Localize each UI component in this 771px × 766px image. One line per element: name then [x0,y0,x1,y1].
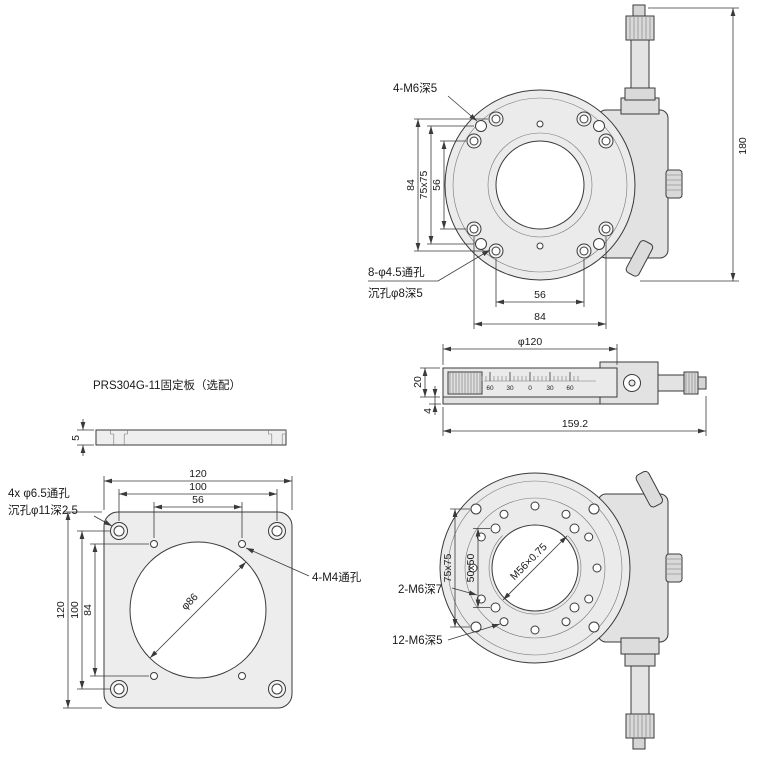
scale-mark-60l: 60 [486,385,494,392]
dim-left-84: 84 [82,604,94,616]
note-8-holes-line2: 沉孔φ8深5 [368,286,423,300]
scale-mark-60r: 60 [566,385,574,392]
dim-50x50: 50x50 [465,554,477,583]
top-view-body [444,4,683,281]
plate-front-view: φ86 56 100 120 120 100 84 4x φ6.5通孔 沉孔φ1… [8,468,362,709]
plate-views: PRS304G-11固定板（选配） 5 [8,378,362,709]
plate-title: PRS304G-11固定板（选配） [93,378,241,392]
top-view-dims-left: 84 75x75 56 [405,118,488,252]
note-m4: 4-M4通孔 [312,571,362,584]
plate-corner-holes [110,522,286,698]
side-knob-bottom [665,553,683,583]
dim-84-vertical: 84 [405,179,417,191]
bottom-view-notes: 2-M6深7 12-M6深5 [392,582,501,647]
note-2-m6: 2-M6深7 [398,582,442,596]
dim-56-vertical: 56 [431,179,443,191]
bolt-holes-75 [470,503,600,633]
dim-top-120: 120 [189,468,207,480]
side-view-body: 60 30 0 30 60 [442,361,707,405]
bottom-view-body [439,470,683,750]
note-4-m6: 4-M6深5 [393,81,437,95]
micrometer-head-side [657,371,707,395]
dim-75x75: 75x75 [418,171,430,200]
note-12-m6: 12-M6深5 [392,633,443,647]
micrometer-head-top [620,4,660,115]
bolt-holes-50 [490,523,580,613]
dim-75x75-bottom: 75x75 [442,554,454,583]
dim-159-2: 159.2 [562,418,588,430]
clamp-stub [625,240,654,277]
note-cb-line1: 4x φ6.5通孔 [8,487,70,500]
top-view-dims-bottom: 56 84 [473,237,607,329]
micrometer-head-bottom [620,637,660,750]
side-view-dims: φ120 20 4 159.2 [412,336,707,436]
dim-thickness-5: 5 [70,435,82,441]
dim-20: 20 [412,376,424,388]
plate-side-view: 5 [70,419,287,456]
vernier-scale: 60 30 0 30 60 [481,372,596,392]
dim-top-56: 56 [192,494,204,506]
plate-m4-holes [150,540,246,680]
dim-84-horizontal: 84 [534,311,546,323]
dim-4: 4 [422,408,434,414]
dim-180: 180 [737,137,749,155]
top-view-dim-180: 180 [640,7,749,282]
bottom-view: 75x75 50x50 M56×0.75 2-M6深7 12-M6深5 [392,470,683,750]
side-knob [665,169,683,199]
clamp-stub-bottom [635,470,664,508]
dim-56-horizontal: 56 [534,289,546,301]
dim-left-100: 100 [69,601,81,619]
side-view: 60 30 0 30 60 φ120 20 [412,336,707,436]
m6-holes [475,120,605,250]
note-cb-line2: 沉孔φ11深2.5 [8,503,78,517]
scale-mark-30r: 30 [546,385,554,392]
top-view: 84 75x75 56 56 84 180 4-M6深5 8-φ4.5通孔 沉孔… [368,4,749,329]
dim-dia-120: φ120 [518,336,542,348]
note-8-holes-line1: 8-φ4.5通孔 [368,266,425,279]
dim-top-100: 100 [189,481,207,493]
top-view-notes: 4-M6深5 8-φ4.5通孔 沉孔φ8深5 [368,81,491,300]
counterbore-holes [466,111,614,259]
dim-left-120: 120 [55,601,67,619]
scale-mark-0: 0 [528,385,532,392]
scale-mark-30l: 30 [506,385,514,392]
